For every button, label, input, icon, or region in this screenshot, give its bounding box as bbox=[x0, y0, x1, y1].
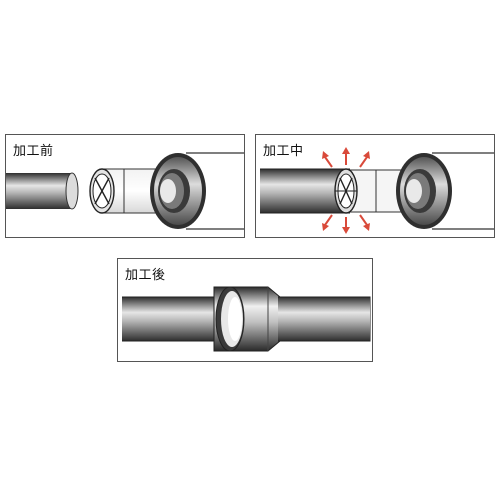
before-illustration bbox=[6, 152, 244, 230]
panel-label: 加工中 bbox=[263, 144, 304, 159]
expanded-socket bbox=[213, 286, 371, 352]
panel-label: 加工前 bbox=[13, 144, 54, 159]
tool-collar bbox=[150, 152, 244, 230]
panel-label: 加工後 bbox=[125, 268, 166, 283]
panel-before-processing: 加工前 bbox=[5, 134, 245, 238]
tube bbox=[6, 172, 79, 210]
panel-after-processing: 加工後 bbox=[117, 258, 373, 362]
inserted-pipe bbox=[122, 296, 222, 342]
expansion-arrows bbox=[322, 147, 370, 234]
during-illustration bbox=[260, 147, 494, 234]
tool-collar bbox=[396, 152, 494, 230]
expander-mandrel bbox=[89, 168, 161, 214]
after-illustration bbox=[122, 286, 371, 352]
panel-during-processing: 加工中 bbox=[255, 134, 495, 238]
